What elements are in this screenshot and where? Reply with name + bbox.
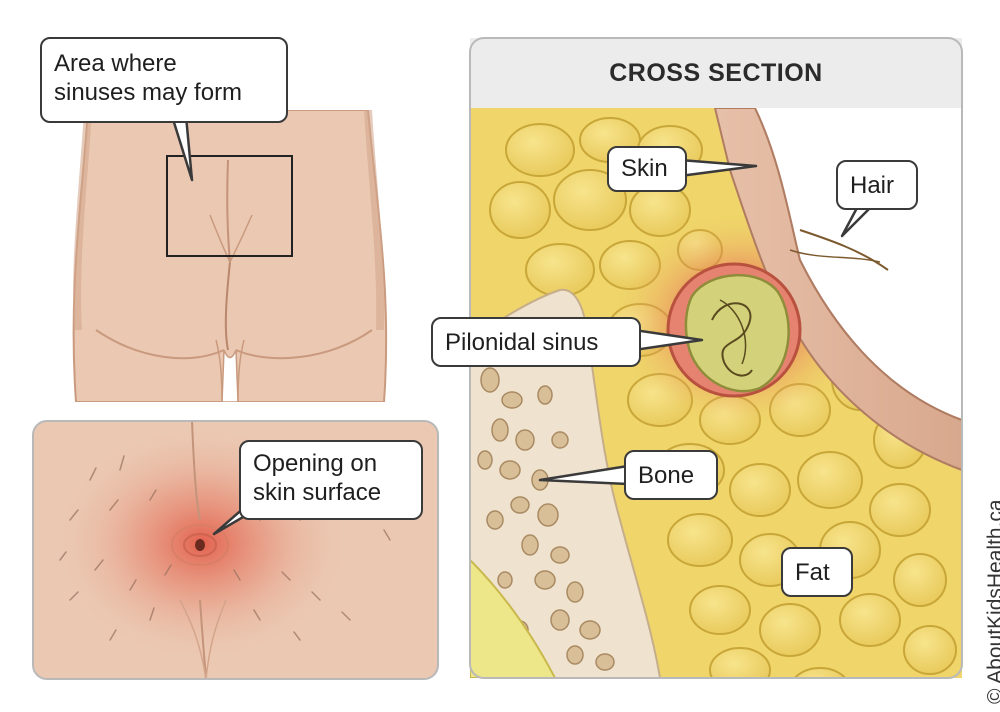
callout-fat: Fat <box>781 547 853 597</box>
callout-opening-line-2: skin surface <box>253 479 382 506</box>
callout-hair: Hair <box>836 160 918 210</box>
copyright-text: © AboutKidsHealth.ca <box>984 499 1000 704</box>
closeup-panel-border <box>32 420 439 680</box>
callout-opening-line-1: Opening on <box>253 450 378 477</box>
callout-area-line-2: sinuses may form <box>54 79 243 106</box>
callout-skin: Skin <box>607 146 687 192</box>
cross-section-title: CROSS SECTION <box>609 58 823 87</box>
callout-opening-on-skin-surface: Opening on skin surface <box>239 440 423 520</box>
title-band <box>470 38 962 108</box>
callout-area-line-1: Area where <box>54 50 177 77</box>
callout-pilonidal-sinus: Pilonidal sinus <box>431 317 641 367</box>
back-view-illustration <box>40 110 410 402</box>
callout-area-where-sinuses-form: Area where sinuses may form <box>40 37 288 123</box>
callout-bone: Bone <box>624 450 718 500</box>
